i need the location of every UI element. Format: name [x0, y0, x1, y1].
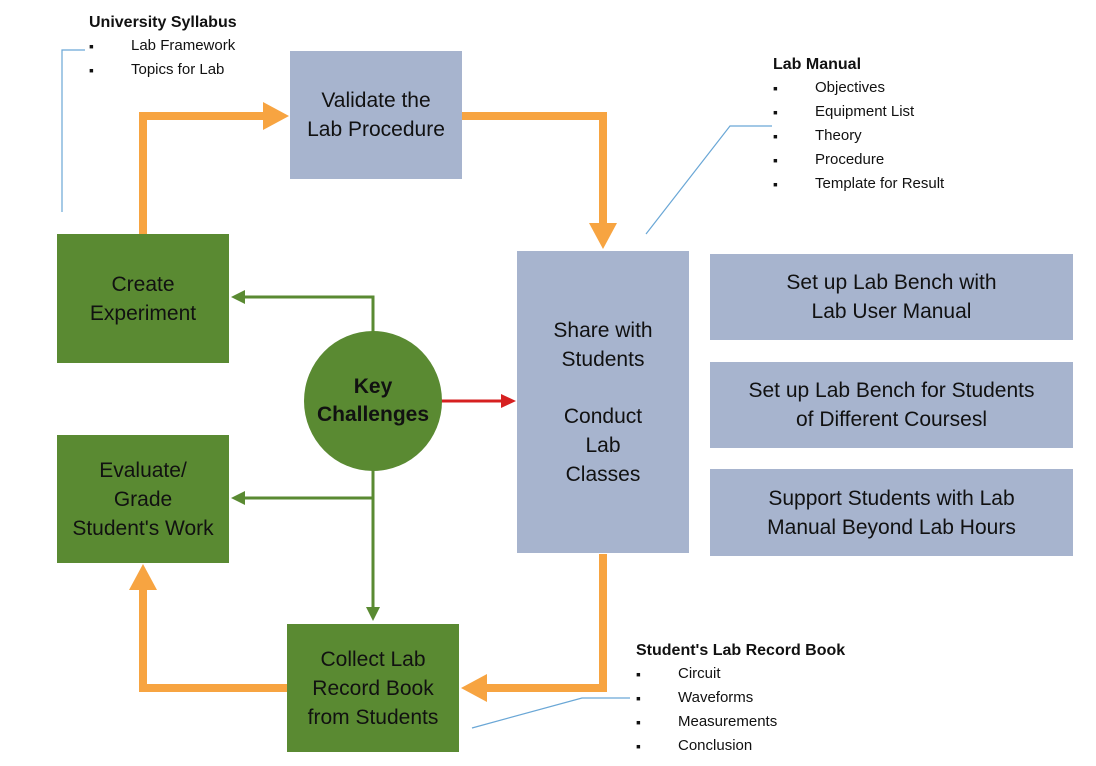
key-challenges-line: Challenges — [316, 403, 430, 426]
arrowhead-to-validate — [263, 102, 289, 130]
lab-manual-note-item: Procedure — [773, 148, 944, 172]
lab-manual-note-item: Equipment List — [773, 100, 944, 124]
record-book-note-item: Waveforms — [636, 686, 845, 710]
record-book-leader-line — [471, 697, 630, 729]
evaluate-box-line: Grade — [113, 487, 173, 511]
evaluate-grade-box: Evaluate/ Grade Student's Work — [57, 435, 229, 563]
create-box-line: Experiment — [89, 301, 197, 325]
record-book-note-item: Measurements — [636, 710, 845, 734]
conduct-box-line: Classes — [565, 462, 641, 486]
validate-procedure-box: Validate the Lab Procedure — [290, 51, 462, 179]
lab-manual-note-title: Lab Manual — [773, 56, 862, 73]
syllabus-note-item: Lab Framework — [89, 34, 237, 58]
arrowhead-to-collect — [461, 674, 487, 702]
key-challenges-line: Key — [353, 375, 393, 398]
arrowhead-to-evaluate — [129, 564, 157, 590]
challenge-box: Set up Lab Bench for Students of Differe… — [710, 362, 1073, 448]
create-experiment-box: Create Experiment — [57, 234, 229, 363]
arrow-share-to-collect — [484, 554, 607, 692]
collect-box-line: Collect Lab — [320, 647, 426, 671]
record-book-note-list: Circuit Waveforms Measurements Conclusio… — [636, 662, 845, 758]
challenge-line: Set up Lab Bench for Students — [748, 379, 1035, 402]
lab-manual-note: Lab Manual Objectives Equipment List The… — [773, 54, 944, 196]
arrowhead-to-evaluate-green — [231, 491, 245, 505]
share-box-line: Students — [561, 347, 645, 371]
record-book-note: Student's Lab Record Book Circuit Wavefo… — [636, 640, 845, 758]
syllabus-note-item: Topics for Lab — [89, 58, 237, 82]
syllabus-note: University Syllabus Lab Framework Topics… — [89, 12, 237, 82]
conduct-box-line: Conduct — [563, 404, 643, 428]
create-box-line: Create — [111, 272, 175, 296]
record-book-note-item: Circuit — [636, 662, 845, 686]
lab-manual-note-list: Objectives Equipment List Theory Procedu… — [773, 76, 944, 196]
validate-box-line: Lab Procedure — [307, 118, 445, 141]
validate-box-line: Validate the — [321, 89, 431, 112]
challenge-line: of Different Coursesl — [795, 408, 988, 431]
syllabus-note-title: University Syllabus — [89, 14, 237, 31]
collect-box-line: from Students — [307, 705, 439, 729]
evaluate-box-line: Evaluate/ — [99, 458, 187, 482]
syllabus-note-list: Lab Framework Topics for Lab — [89, 34, 237, 82]
arrow-validate-to-share — [462, 112, 607, 225]
lab-manual-note-item: Theory — [773, 124, 944, 148]
challenge-line: Support Students with Lab — [768, 486, 1015, 510]
conduct-box-line: Lab — [585, 433, 621, 457]
collect-record-book-box: Collect Lab Record Book from Students — [287, 624, 459, 752]
evaluate-box-line: Student's Work — [72, 516, 214, 540]
arrowhead-to-share-red — [501, 394, 516, 408]
arrowhead-to-share — [589, 223, 617, 249]
record-book-note-title: Student's Lab Record Book — [636, 642, 846, 659]
challenge-line: Manual Beyond Lab Hours — [767, 515, 1016, 539]
lab-manual-note-item: Objectives — [773, 76, 944, 100]
lab-manual-leader-line — [645, 125, 772, 235]
arrowhead-to-collect-green — [366, 607, 380, 621]
share-box-line: Share with — [553, 318, 653, 342]
key-challenges-circle: Key Challenges — [304, 331, 442, 471]
challenge-box: Set up Lab Bench with Lab User Manual — [710, 254, 1073, 340]
arrow-key-to-evaluate — [243, 470, 375, 500]
record-book-note-item: Conclusion — [636, 734, 845, 758]
syllabus-leader-line — [61, 49, 85, 212]
challenge-box: Support Students with Lab Manual Beyond … — [710, 469, 1073, 556]
arrowhead-to-create — [231, 290, 245, 304]
lab-manual-note-item: Template for Result — [773, 172, 944, 196]
challenge-line: Lab User Manual — [811, 300, 972, 323]
arrow-create-to-validate — [139, 112, 265, 234]
arrow-key-to-create — [243, 295, 375, 333]
challenge-line: Set up Lab Bench with — [786, 271, 997, 294]
share-conduct-box: Share with Students Conduct Lab Classes — [517, 251, 689, 553]
arrow-collect-to-evaluate — [139, 588, 287, 692]
collect-box-line: Record Book — [312, 676, 434, 700]
